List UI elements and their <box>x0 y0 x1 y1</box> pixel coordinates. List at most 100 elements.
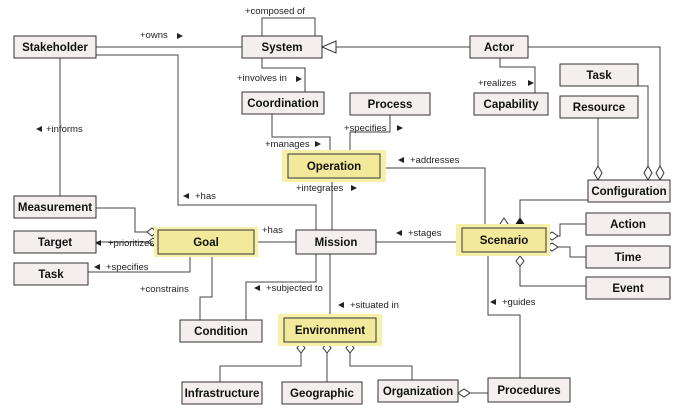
class-scenario-label: Scenario <box>480 235 529 247</box>
class-event[interactable]: Event <box>585 276 671 300</box>
edge-involves-in <box>261 58 306 92</box>
class-resource-label: Resource <box>573 102 625 114</box>
class-task-left-label: Task <box>38 269 64 281</box>
class-coordination-label: Coordination <box>247 98 319 110</box>
label-guides: +guides <box>502 297 536 308</box>
label-realizes: +realizes <box>478 78 517 89</box>
class-goal-label: Goal <box>193 237 219 249</box>
label-subjected-to: +subjected to <box>266 283 323 294</box>
label-specifies-op: +specifies <box>344 123 387 134</box>
generalization-arrowhead <box>320 40 337 54</box>
label-constrains: +constrains <box>140 284 189 295</box>
class-task-top[interactable]: Task <box>559 63 639 87</box>
aggregation-diamond-org-proc <box>457 388 471 398</box>
class-mission[interactable]: Mission <box>295 229 377 255</box>
edge-composed-of <box>261 17 316 36</box>
direction-arrow-icon <box>490 299 496 305</box>
class-system-label: System <box>262 42 303 54</box>
class-action-label: Action <box>610 219 646 231</box>
class-resource[interactable]: Resource <box>559 95 639 119</box>
direction-arrow-icon <box>396 230 402 236</box>
edge-addresses <box>382 167 486 228</box>
class-capability[interactable]: Capability <box>473 92 549 116</box>
label-manages: +manages <box>265 139 310 150</box>
aggregation-diamond-config-actor <box>655 164 665 182</box>
label-involves-in: +involves in <box>237 73 287 84</box>
class-geographic-label: Geographic <box>290 388 355 400</box>
edge-scenario-event <box>519 256 586 287</box>
edge-specifies-task <box>88 252 191 273</box>
edges <box>59 17 661 394</box>
class-measurement-label: Measurement <box>18 202 92 214</box>
class-task-top-label: Task <box>586 70 612 82</box>
direction-arrow-icon <box>398 157 404 163</box>
class-configuration[interactable]: Configuration <box>587 179 671 203</box>
edge-config-task <box>638 85 649 180</box>
relation-labels: +composed of +owns +involves in +realize… <box>36 6 536 311</box>
direction-arrow-icon <box>351 185 357 191</box>
class-actor-label: Actor <box>484 42 515 54</box>
edge-has-top <box>96 54 317 230</box>
direction-arrow-icon <box>95 240 101 246</box>
class-configuration-label: Configuration <box>591 186 666 198</box>
class-organization[interactable]: Organization <box>377 379 459 403</box>
direction-arrow-icon <box>528 80 534 86</box>
direction-arrow-icon <box>296 76 302 82</box>
class-environment-label: Environment <box>295 325 365 337</box>
label-prioritizes: +prioritizes <box>108 238 154 249</box>
edge-env-infrastructure <box>219 352 302 382</box>
class-stakeholder[interactable]: Stakeholder <box>13 35 97 59</box>
class-environment[interactable]: Environment <box>278 314 382 346</box>
class-stakeholder-label: Stakeholder <box>22 42 88 54</box>
class-goal[interactable]: Goal <box>154 227 258 257</box>
class-geographic[interactable]: Geographic <box>281 381 363 405</box>
class-procedures-label: Procedures <box>497 385 560 397</box>
class-infrastructure-label: Infrastructure <box>185 388 260 400</box>
direction-arrow-icon <box>183 193 189 199</box>
class-operation[interactable]: Operation <box>282 150 386 182</box>
class-condition-label: Condition <box>194 326 248 338</box>
edge-realizes <box>499 58 536 93</box>
class-organization-label: Organization <box>383 386 453 398</box>
label-informs: +informs <box>46 124 83 135</box>
class-coordination[interactable]: Coordination <box>241 91 325 115</box>
class-process[interactable]: Process <box>349 92 431 116</box>
aggregation-diamond-config-resource <box>593 164 603 182</box>
class-scenario[interactable]: Scenario <box>456 224 550 256</box>
class-actor[interactable]: Actor <box>469 35 529 59</box>
edge-specifies-op <box>349 115 391 154</box>
label-specifies-task: +specifies <box>106 262 149 273</box>
class-target-label: Target <box>38 237 72 249</box>
label-has-top: +has <box>195 191 216 202</box>
edge-measurement-goal <box>96 207 158 233</box>
edge-manages <box>271 112 331 154</box>
label-situated-in: +situated in <box>350 300 399 311</box>
label-integrates: +integrates <box>296 183 344 194</box>
direction-arrow-icon <box>315 141 321 147</box>
direction-arrow-icon <box>254 285 260 291</box>
direction-arrow-icon <box>94 264 100 270</box>
label-owns: +owns <box>140 30 168 41</box>
label-addresses: +addresses <box>410 155 460 166</box>
class-target[interactable]: Target <box>13 230 97 254</box>
class-time[interactable]: Time <box>585 245 671 269</box>
edge-subjected-to <box>245 254 317 320</box>
edge-config-actor <box>528 46 661 180</box>
class-infrastructure[interactable]: Infrastructure <box>181 381 263 405</box>
class-system[interactable]: System <box>241 35 323 59</box>
class-action[interactable]: Action <box>585 212 671 236</box>
nodes: Stakeholder System Actor Task Coordinati… <box>13 35 671 405</box>
aggregation-diamond-scenario-event <box>515 255 525 267</box>
class-measurement[interactable]: Measurement <box>13 195 97 219</box>
direction-arrow-icon <box>36 126 42 132</box>
direction-arrow-icon <box>338 302 344 308</box>
label-has-goal: +has <box>262 225 283 236</box>
direction-arrow-icon <box>397 125 403 131</box>
class-procedures[interactable]: Procedures <box>487 377 571 403</box>
class-condition[interactable]: Condition <box>179 319 263 343</box>
label-composed-of: +composed of <box>245 6 305 17</box>
class-task-left[interactable]: Task <box>13 262 89 286</box>
class-operation-label: Operation <box>307 161 361 173</box>
class-process-label: Process <box>368 99 413 111</box>
